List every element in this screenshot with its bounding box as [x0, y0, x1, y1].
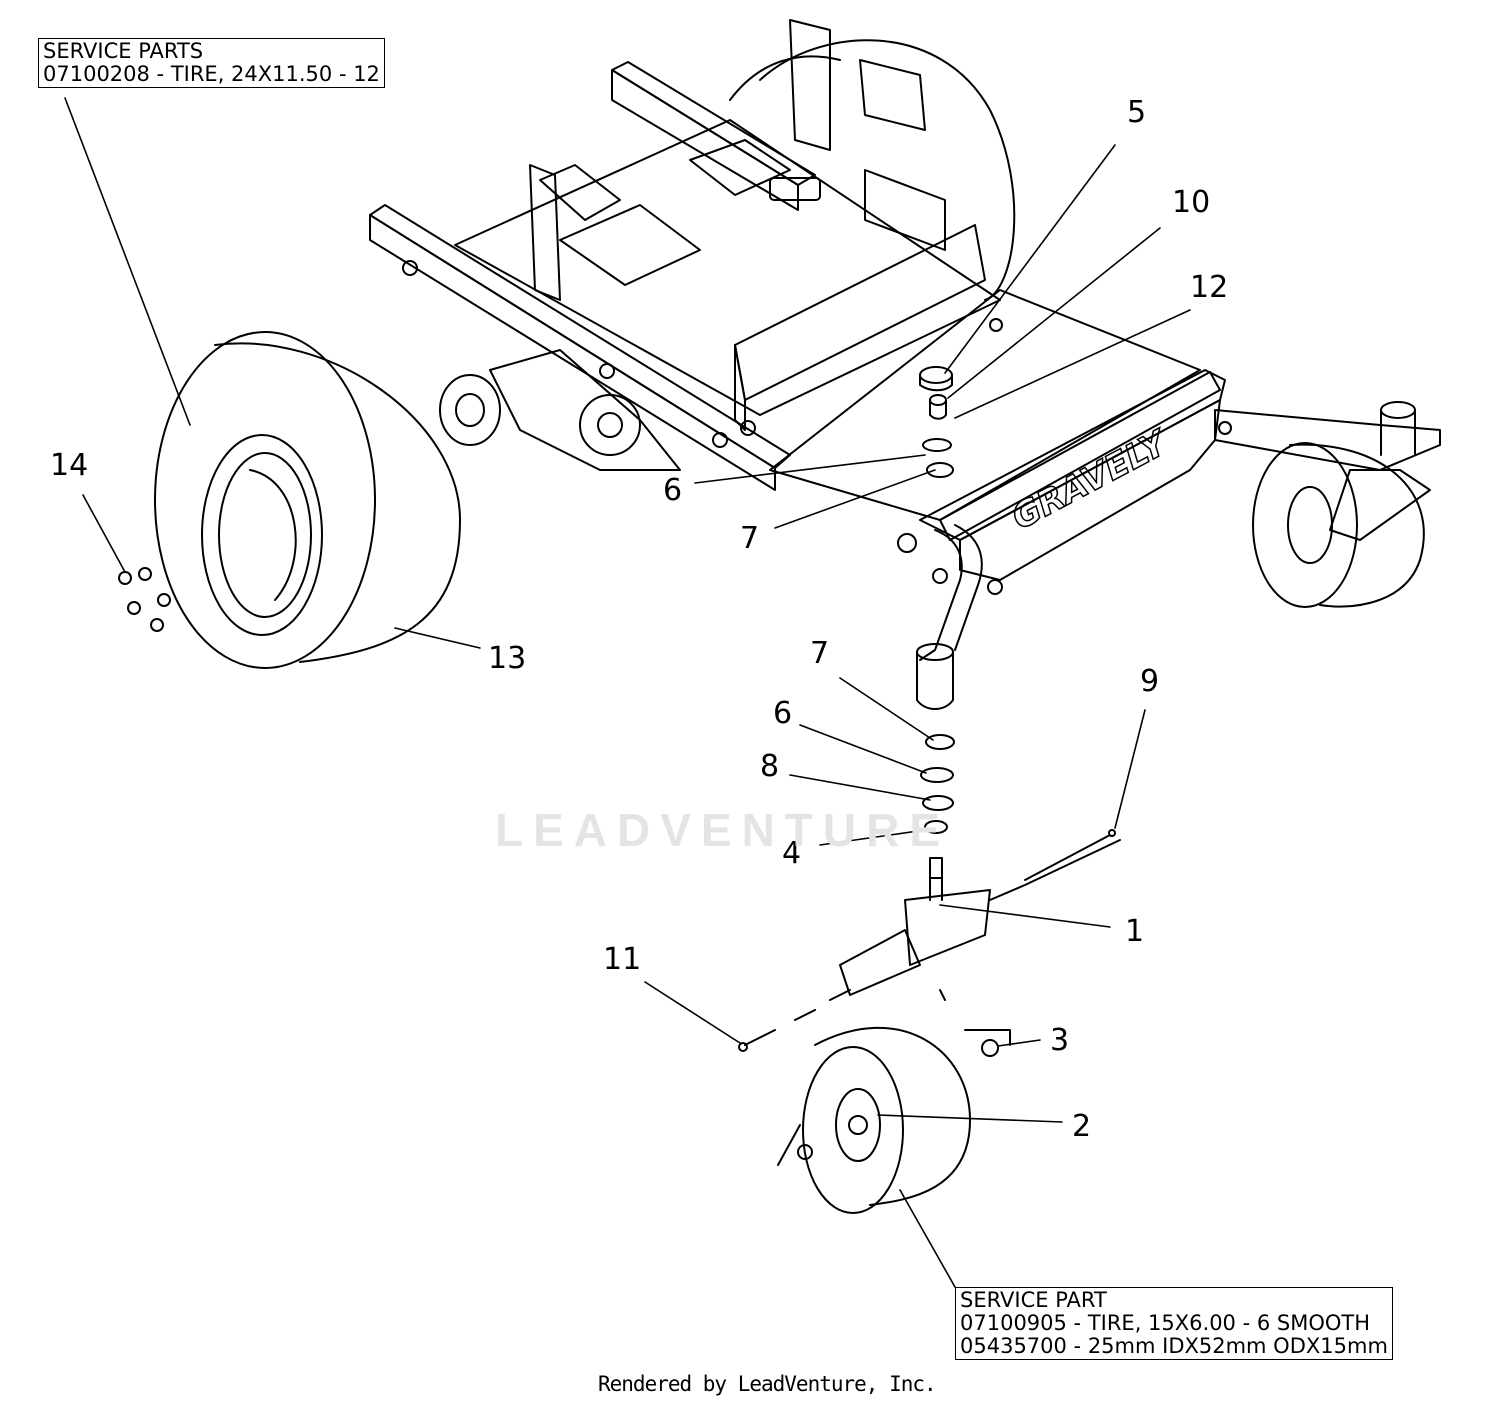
caster-parts-bottom: [738, 734, 1121, 1052]
callout-14: 14: [50, 448, 88, 483]
callout-5: 5: [1127, 95, 1146, 130]
callout-11: 11: [603, 942, 641, 977]
service-parts-line: 07100208 - TIRE, 24X11.50 - 12: [43, 62, 380, 86]
rear-left-tire: [154, 331, 461, 669]
watermark: LEADVENTURE: [495, 804, 951, 856]
front-caster-wheel: [777, 989, 1011, 1214]
callout-numbers: 5 10 12 6 7 14 13 7 6 8 4 9 1 11 3 2: [50, 95, 1228, 1144]
callout-1: 1: [1125, 914, 1144, 949]
callout-6: 6: [663, 473, 682, 508]
mower-frame: [369, 19, 1441, 710]
service-part-line: 05435700 - 25mm IDX52mm ODX15mm: [960, 1334, 1388, 1358]
service-part-title: SERVICE PART: [960, 1288, 1107, 1312]
callout-13: 13: [488, 641, 526, 676]
callout-3: 3: [1050, 1023, 1069, 1058]
caster-parts-top: [919, 366, 954, 478]
service-part-box-bottom: SERVICE PART 07100905 - TIRE, 15X6.00 - …: [955, 1287, 1393, 1360]
callout-4: 4: [782, 836, 801, 871]
rear-right-tire: [729, 39, 1016, 301]
callout-9: 9: [1140, 664, 1159, 699]
callout-7: 7: [740, 521, 759, 556]
callout-12: 12: [1190, 270, 1228, 305]
callout-7b: 7: [810, 636, 829, 671]
front-right-caster-wheel: [1252, 442, 1425, 608]
callout-10: 10: [1172, 185, 1210, 220]
callout-2: 2: [1072, 1109, 1091, 1144]
service-parts-box-top: SERVICE PARTS 07100208 - TIRE, 24X11.50 …: [38, 38, 385, 88]
footer-credit: Rendered by LeadVenture, Inc.: [598, 1372, 937, 1396]
service-part-line: 07100905 - TIRE, 15X6.00 - 6 SMOOTH: [960, 1311, 1371, 1335]
gravely-logo: GRAVELY: [1005, 422, 1176, 538]
leader-lines: [64, 97, 1191, 1288]
lug-nuts: [118, 567, 171, 632]
callout-6b: 6: [773, 696, 792, 731]
service-parts-title: SERVICE PARTS: [43, 39, 204, 63]
callout-8: 8: [760, 749, 779, 784]
